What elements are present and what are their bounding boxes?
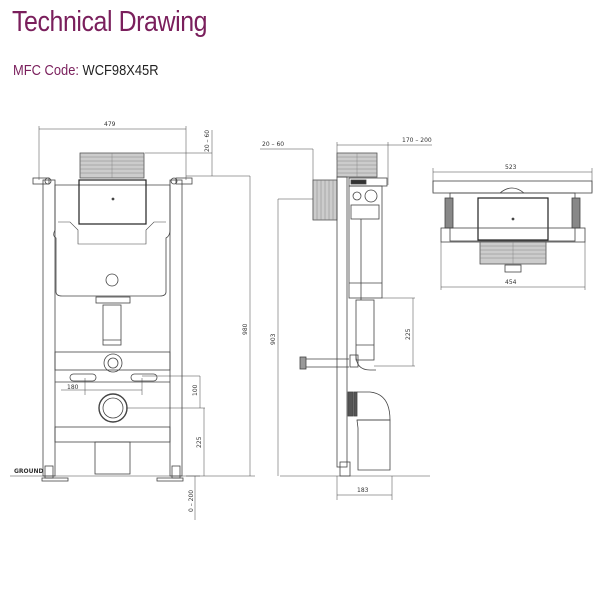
side-height-label: 903 [270,333,277,345]
front-top-adjust-label: 20 – 60 [204,130,211,152]
page-title: Technical Drawing [12,6,208,38]
top-bottom-width-label: 454 [505,279,517,286]
mfc-code-label: MFC Code: [13,62,79,79]
outlet-height-label: 225 [196,436,203,448]
outlet-offset-label: 100 [192,384,199,396]
side-view: 20 – 60 170 – 200 [260,137,432,500]
ground-label: GROUND [14,468,44,475]
foot-adjust-label: 0 – 200 [188,490,195,512]
side-depth-adjust-label: 170 – 200 [402,137,432,144]
side-depth-label: 183 [357,487,369,494]
front-width-label: 479 [104,121,116,128]
side-pipe-drop-label: 225 [405,328,412,340]
top-view: 523 454 [432,164,593,290]
mfc-code-value: WCF98X45R [82,62,159,79]
top-width-label: 523 [505,164,517,171]
side-top-adjust-label: 20 – 60 [262,141,284,148]
pan-spacing-label: 180 [67,384,79,391]
mfc-code: MFC Code: WCF98X45R [13,62,159,79]
front-view: 479 20 – 60 [10,121,255,520]
front-height-label: 980 [242,323,249,335]
